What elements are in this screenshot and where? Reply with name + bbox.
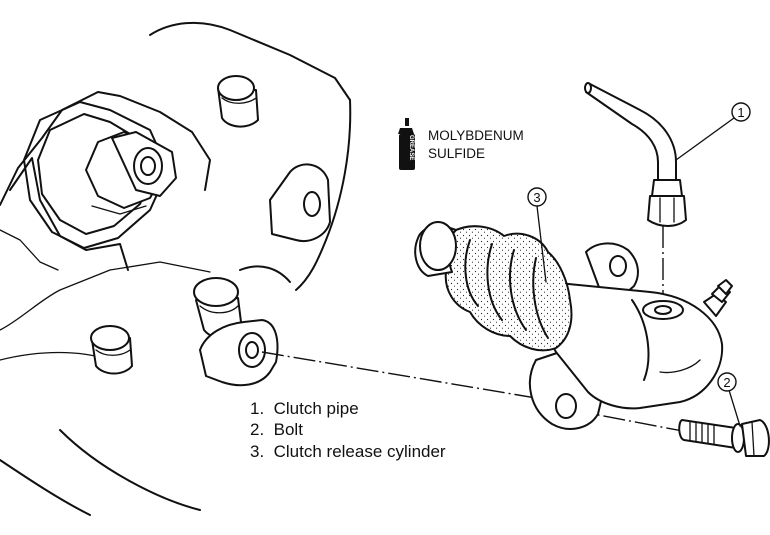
grease-can-label: GREASE [408,135,414,160]
callout-3: 3 [527,187,547,283]
callout-number-2: 2 [723,375,730,390]
callout-2: 2 [717,372,741,427]
transmission-housing [0,21,352,516]
legend-item-3: 3. Clutch release cylinder [250,442,446,461]
grease-can-icon: GREASE [398,118,415,170]
callout-1: 1 [675,102,751,161]
dust-boot [443,225,573,352]
clutch-pipe [584,82,687,227]
callout-number-1: 1 [737,105,744,120]
legend-item-2: 2. Bolt [250,420,303,439]
grease-label-line2: SULFIDE [428,146,485,161]
callout-number-3: 3 [533,190,540,205]
grease-label-line1: MOLYBDENUM [428,128,524,143]
legend: 1. Clutch pipe 2. Bolt 3. Clutch release… [250,399,446,461]
legend-item-1: 1. Clutch pipe [250,399,359,418]
clutch-release-cylinder [414,221,733,430]
bolt [678,419,770,457]
